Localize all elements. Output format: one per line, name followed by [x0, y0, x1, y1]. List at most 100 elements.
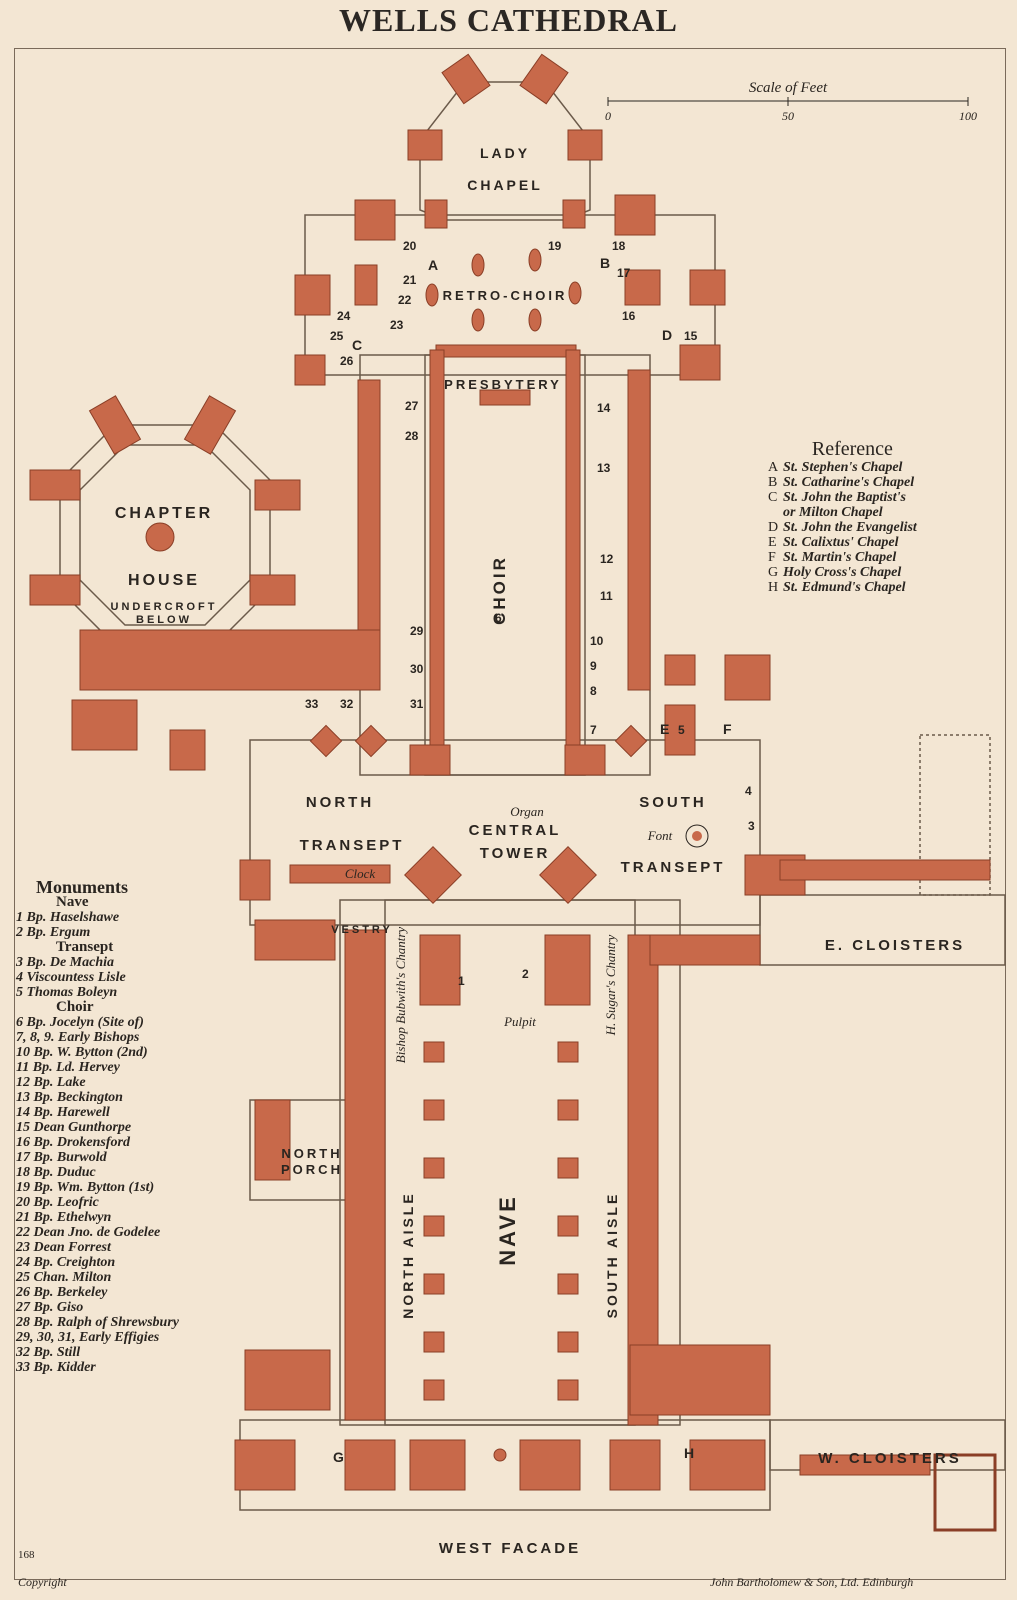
label-font: Font — [647, 828, 673, 843]
monument-number-18: 18 — [612, 239, 626, 253]
monument-number-7: 7 — [590, 723, 597, 737]
chapel-letter-c: C — [352, 337, 362, 353]
reference-item: E St. Calixtus' Chapel — [768, 535, 917, 550]
monument-item: 23 Dean Forrest — [16, 1240, 111, 1255]
label-w-cloisters: W. CLOISTERS — [818, 1450, 962, 1467]
monument-item: 16 Bp. Drokensford — [16, 1135, 130, 1150]
monument-item: 12 Bp. Lake — [16, 1075, 86, 1090]
label-north-transept: TRANSEPT — [300, 837, 405, 854]
monument-item: 2 Bp. Ergum — [16, 925, 91, 940]
label-choir: CHOIR — [490, 555, 509, 625]
label-pulpit: Pulpit — [503, 1014, 536, 1029]
monument-number-5: 5 — [678, 723, 685, 737]
copyright-note: Copyright — [18, 1575, 67, 1589]
label-south-aisle: SOUTH AISLE — [604, 1192, 620, 1319]
monument-number-9: 9 — [590, 659, 597, 673]
chapel-letter-g: G — [333, 1449, 344, 1465]
label-lady: LADY — [480, 145, 530, 161]
reference-key-letter: D — [768, 520, 779, 535]
monument-item: 19 Bp. Wm. Bytton (1st) — [16, 1180, 155, 1195]
monument-item: 33 Bp. Kidder — [16, 1360, 96, 1375]
reference-key-letter: B — [768, 475, 778, 490]
chapel-letter-b: B — [600, 255, 610, 271]
label-tower: TOWER — [480, 845, 551, 862]
label-central: CENTRAL — [469, 822, 562, 839]
monuments-section-heading: Nave — [56, 894, 89, 910]
map-frame — [14, 48, 1006, 1580]
reference-heading: Reference — [811, 438, 893, 460]
monuments-section-heading: Transept — [56, 939, 114, 955]
reference-key-letter: E — [768, 535, 777, 550]
label-bubwith-chantry: Bishop Bubwith's Chantry — [393, 927, 408, 1064]
reference-text: St. Edmund's Chapel — [783, 580, 906, 595]
label-north: NORTH — [306, 794, 374, 811]
reference-text: St. Calixtus' Chapel — [783, 535, 899, 550]
monument-number-14: 14 — [597, 401, 611, 415]
masonry-piers — [29, 53, 997, 1532]
label-north-aisle: NORTH AISLE — [400, 1191, 416, 1318]
chapel-letter-h: H — [684, 1445, 694, 1461]
label-undercroft: UNDERCROFT — [111, 601, 218, 613]
reference-text: St. Catharine's Chapel — [783, 475, 915, 490]
monument-item: 32 Bp. Still — [16, 1345, 81, 1360]
monument-number-13: 13 — [597, 461, 611, 475]
monument-number-33: 33 — [305, 697, 319, 711]
reference-text: Holy Cross's Chapel — [783, 565, 902, 580]
chapel-letter-f: F — [723, 721, 732, 737]
monument-number-26: 26 — [340, 354, 354, 368]
chapel-letters: A B C D E F G H — [333, 255, 732, 1465]
monument-item: 21 Bp. Ethelwyn — [16, 1210, 112, 1225]
label-below: BELOW — [136, 614, 192, 626]
monument-item: 24 Bp. Creighton — [16, 1255, 116, 1270]
monument-number-22: 22 — [398, 293, 412, 307]
monument-number-17: 17 — [617, 266, 631, 280]
monument-item: 7, 8, 9. Early Bishops — [16, 1030, 140, 1045]
monument-item: 4 Viscountess Lisle — [16, 970, 126, 985]
scale-tick-50: 50 — [782, 109, 794, 123]
reference-text: St. John the Baptist's — [783, 490, 906, 505]
reference-text: St. John the Evangelist — [783, 520, 917, 535]
monument-item: 10 Bp. W. Bytton (2nd) — [16, 1045, 148, 1060]
label-e-cloisters: E. CLOISTERS — [825, 937, 965, 954]
monument-item: 5 Thomas Boleyn — [16, 985, 118, 1000]
reference-text: St. Stephen's Chapel — [783, 460, 903, 475]
monument-number-12: 12 — [600, 552, 614, 566]
monument-number-27: 27 — [405, 399, 419, 413]
label-south-transept: TRANSEPT — [621, 859, 726, 876]
scale-tick-0: 0 — [605, 109, 611, 123]
monument-number-1: 1 — [458, 974, 465, 988]
reference-key-letter: C — [768, 490, 778, 505]
label-west-facade: WEST FACADE — [439, 1540, 581, 1557]
font-basin — [692, 831, 702, 841]
monument-item: 1 Bp. Haselshawe — [16, 910, 120, 925]
reference-key-letter: A — [768, 460, 779, 475]
monument-number-30: 30 — [410, 662, 424, 676]
monument-item: 3 Bp. De Machia — [16, 955, 114, 970]
monument-number-28: 28 — [405, 429, 419, 443]
monument-item: 28 Bp. Ralph of Shrewsbury — [16, 1315, 179, 1330]
font-marker — [685, 824, 709, 848]
scale-tick-100: 100 — [959, 109, 977, 123]
label-presbytery: PRESBYTERY — [444, 377, 562, 392]
reference-text: or Milton Chapel — [783, 505, 883, 520]
reference-item: A St. Stephen's Chapel — [768, 460, 917, 475]
reference-key-letter: H — [768, 580, 779, 595]
monument-item: 26 Bp. Berkeley — [16, 1285, 108, 1300]
reference-key-letter: F — [768, 550, 776, 565]
label-house: HOUSE — [128, 572, 200, 589]
publisher-credit: John Bartholomew & Son, Ltd. Edinburgh — [710, 1575, 914, 1589]
monument-item: 14 Bp. Harewell — [16, 1105, 110, 1120]
chapel-letter-e: E — [660, 721, 669, 737]
reference-item: or Milton Chapel — [768, 505, 917, 520]
monument-item: 18 Bp. Duduc — [16, 1165, 96, 1180]
monument-number-21: 21 — [403, 273, 417, 287]
monument-item: 25 Chan. Milton — [16, 1270, 112, 1285]
label-nave: NAVE — [495, 1194, 520, 1266]
reference-item: D St. John the Evangelist — [768, 520, 917, 535]
monument-item: 6 Bp. Jocelyn (Site of) — [16, 1015, 144, 1030]
reference-item: H St. Edmund's Chapel — [768, 580, 917, 595]
